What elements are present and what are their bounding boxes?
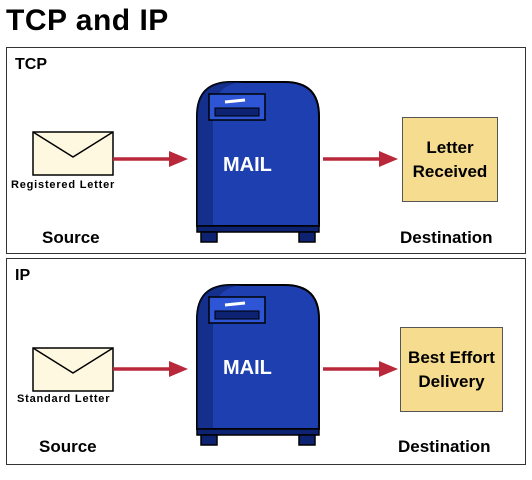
destination-line-2: Received (412, 161, 488, 181)
tcp-panel-label: TCP (15, 56, 47, 73)
registered-letter-caption: Registered Letter (11, 179, 116, 191)
destination-box: Letter Received (402, 117, 498, 202)
mailbox-icon: MAIL (196, 81, 320, 243)
destination-box: Best Effort Delivery (400, 327, 503, 412)
destination-line-1: Best Effort (408, 347, 495, 367)
ip-panel: IP Standard Letter MAIL Best Effort Deli… (6, 258, 526, 465)
ip-panel-label: IP (15, 267, 31, 284)
source-label: Source (42, 228, 100, 247)
envelope-icon (32, 131, 114, 176)
destination-label: Destination (398, 437, 491, 456)
arrow-right-icon (323, 151, 398, 167)
arrow-right-icon (323, 361, 398, 377)
destination-line-1: Letter (426, 137, 474, 157)
standard-letter-caption: Standard Letter (17, 393, 111, 405)
source-label: Source (39, 437, 97, 456)
page-title: TCP and IP (6, 4, 169, 37)
arrow-right-icon (113, 361, 188, 377)
tcp-panel: TCP Registered Letter MAIL Letter Receiv… (6, 47, 526, 254)
destination-line-2: Delivery (418, 371, 485, 391)
envelope-icon (32, 347, 114, 392)
destination-label: Destination (400, 228, 493, 247)
mailbox-icon: MAIL (196, 284, 320, 446)
arrow-right-icon (113, 151, 188, 167)
mailbox-text: MAIL (223, 154, 272, 176)
mailbox-text: MAIL (223, 357, 272, 379)
